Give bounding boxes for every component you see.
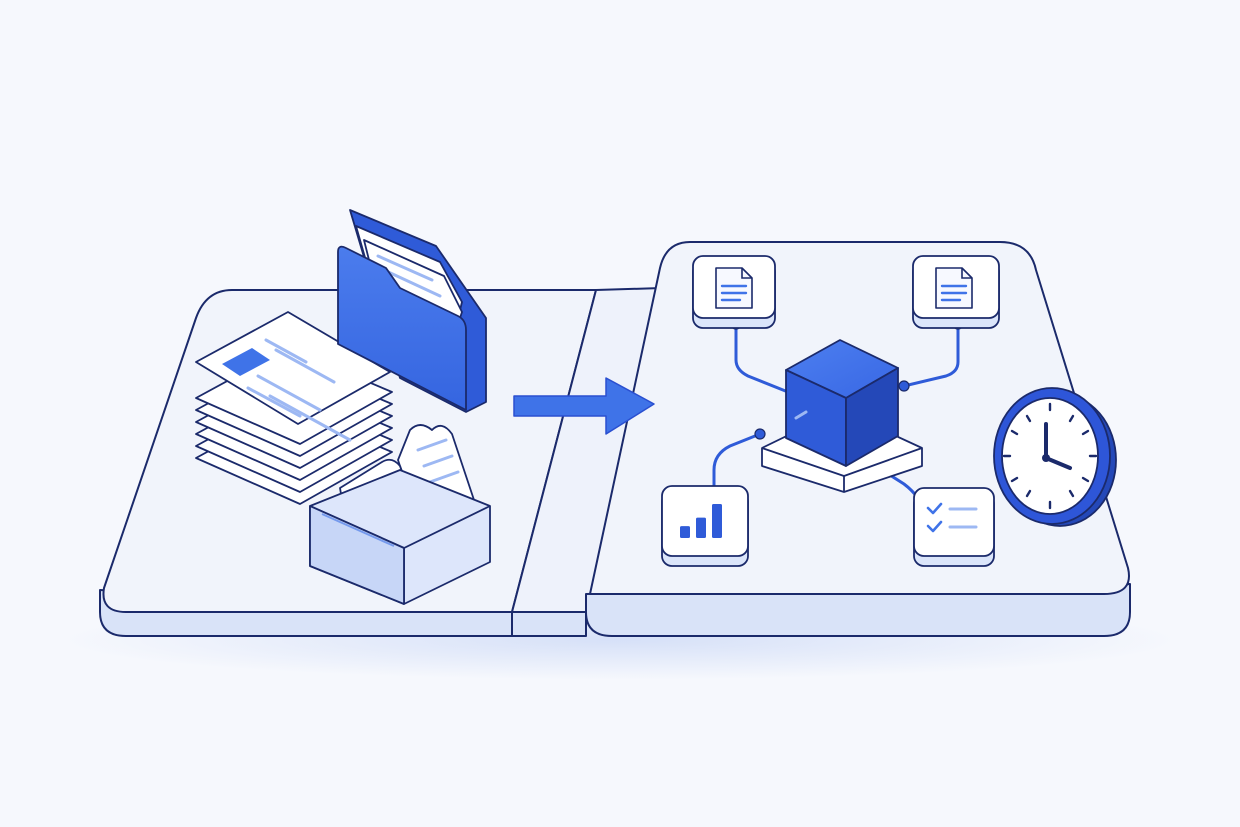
clock-icon [993, 387, 1117, 527]
clock-hour-hand [1044, 456, 1072, 470]
document-icon [715, 267, 753, 309]
receipt-tray-icon [309, 424, 491, 605]
document-icon [935, 267, 973, 309]
chart-bar [712, 504, 722, 538]
center-connector [511, 287, 663, 637]
output-card-document-b [912, 255, 1000, 329]
checklist-icon [926, 502, 978, 533]
output-card-chart [661, 485, 749, 567]
chart-bar [696, 517, 706, 538]
processing-cube-icon [761, 339, 923, 493]
chart-bar [680, 526, 690, 538]
right-arrow-icon [513, 377, 655, 435]
output-card-document-a [692, 255, 776, 329]
open-folder-icon [337, 209, 487, 413]
output-card-checklist [913, 487, 995, 567]
bar-chart-icon [680, 504, 722, 538]
stacked-papers-icon [195, 311, 393, 505]
